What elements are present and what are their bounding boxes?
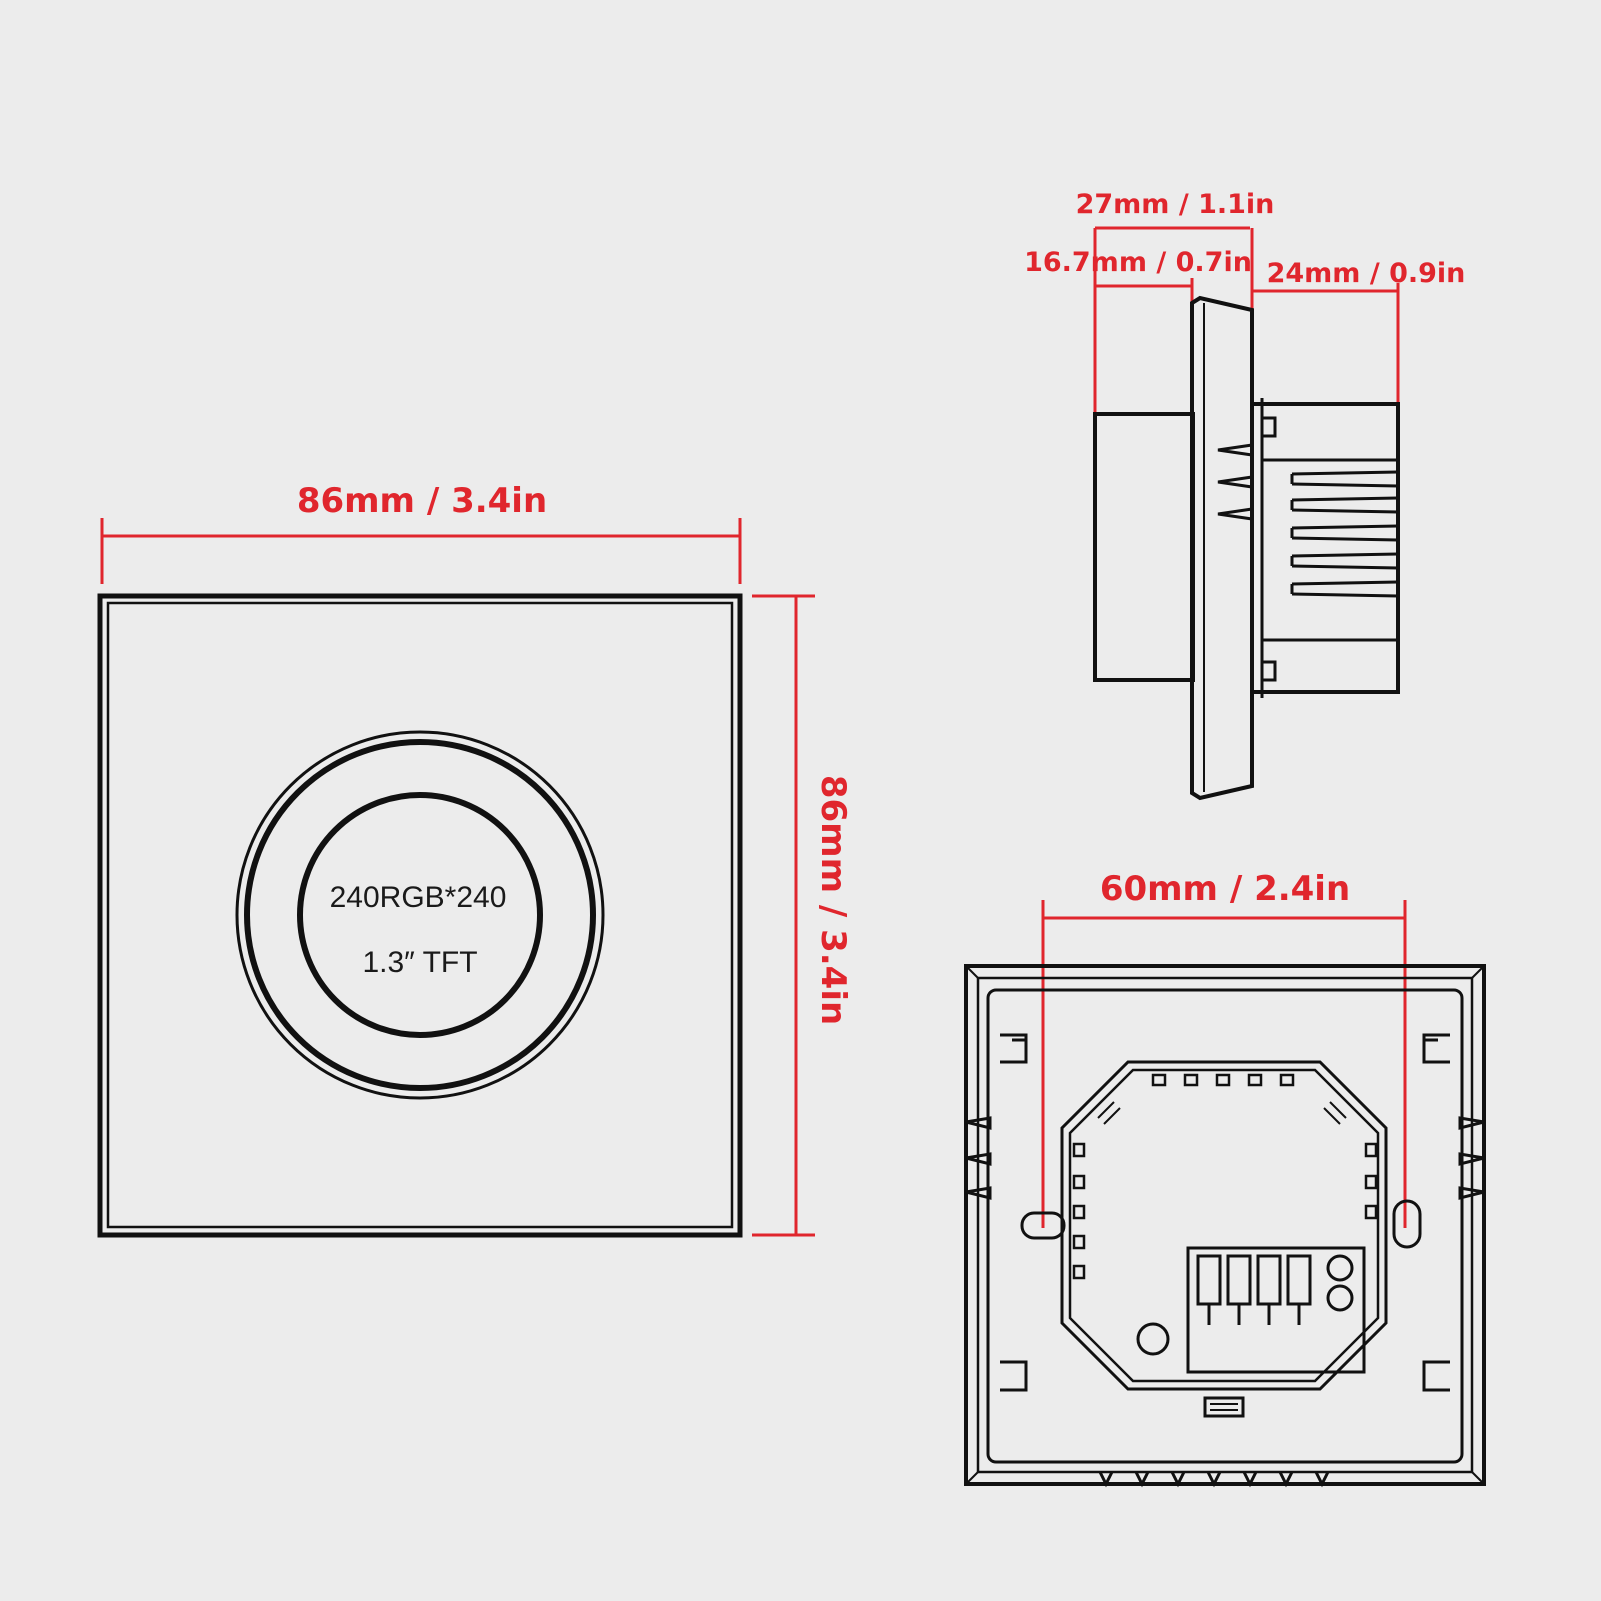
bottom-teeth — [1098, 1471, 1330, 1488]
mount-spacing-dimension: 60mm / 2.4in — [1041, 869, 1407, 1228]
front-height-dimension: 86mm / 3.4in — [752, 594, 853, 1237]
mount-spacing-label: 60mm / 2.4in — [1100, 869, 1350, 909]
hook-1 — [1217, 443, 1254, 457]
back-depth-label: 24mm / 0.9in — [1267, 258, 1466, 289]
back-housing — [1060, 1060, 1388, 1418]
octagon-inner — [1068, 1068, 1380, 1383]
back-box — [1250, 398, 1400, 698]
front-housing — [1093, 412, 1195, 682]
back-view: 60mm / 2.4in — [964, 869, 1486, 1488]
front-width-label: 86mm / 3.4in — [297, 481, 547, 521]
screen-resolution-text: 240RGB*240 — [330, 881, 507, 914]
hook-3 — [1217, 507, 1254, 521]
front-plate-outer — [97, 593, 743, 1238]
hook-2 — [1217, 475, 1254, 489]
back-frame-outer — [964, 964, 1486, 1486]
side-view: 27mm / 1.1in 16.7mm / 0.7in 24mm / 0.9in — [1024, 189, 1466, 801]
face-plate-profile — [1190, 295, 1254, 801]
terminal-block-outline — [1186, 1246, 1366, 1374]
front-plate-inner — [106, 601, 734, 1229]
bottom-tab — [1203, 1396, 1245, 1418]
back-frame-bevel — [976, 976, 1474, 1474]
front-view: 86mm / 3.4in 86mm / 3.4in 240RGB*240 1.3… — [97, 481, 853, 1238]
octagon-outer — [1060, 1060, 1388, 1391]
reset-button — [1136, 1322, 1170, 1356]
terminal-block — [1186, 1246, 1366, 1374]
round-display: 240RGB*240 1.3″ TFT — [235, 730, 605, 1100]
front-height-label: 86mm / 3.4in — [813, 775, 853, 1025]
front-depth-label: 16.7mm / 0.7in — [1024, 247, 1252, 278]
middle-ring — [244, 739, 596, 1091]
outer-ring — [235, 730, 605, 1100]
front-width-dimension: 86mm / 3.4in — [100, 481, 742, 584]
mount-slot-left — [1020, 1211, 1066, 1240]
back-box-outline — [1250, 402, 1400, 694]
screen-size-text: 1.3″ TFT — [362, 946, 477, 979]
back-frame-inner — [986, 988, 1464, 1464]
mount-slot-right — [1392, 1199, 1422, 1249]
total-depth-label: 27mm / 1.1in — [1076, 189, 1275, 220]
screen-bezel — [297, 792, 543, 1038]
